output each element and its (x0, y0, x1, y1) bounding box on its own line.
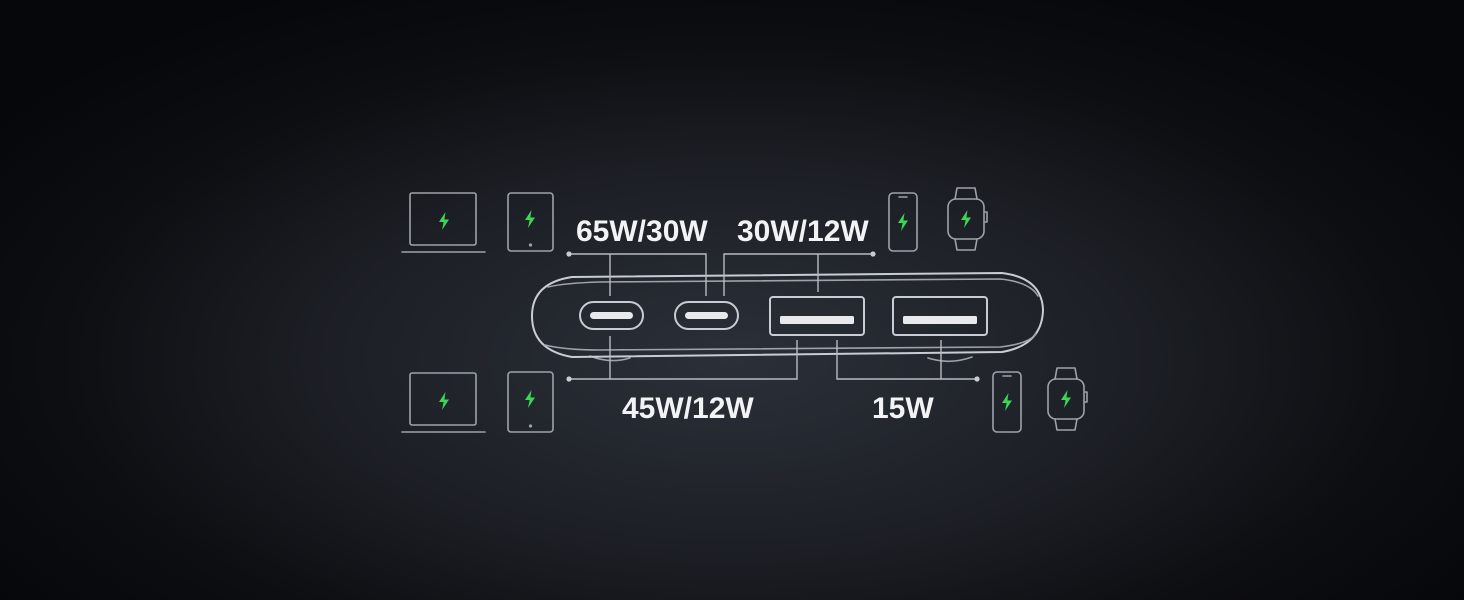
usb-c-port-2 (674, 301, 739, 330)
power-bank-shell (531, 272, 1044, 358)
usb-a-port-2 (892, 296, 988, 336)
usb-a-port-1 (769, 296, 865, 336)
tablet-icon (507, 192, 554, 252)
usb-c-port-1 (579, 301, 644, 330)
leader-line-15w (836, 340, 977, 380)
bolt-icon (525, 210, 535, 228)
smartwatch-icon (947, 187, 988, 251)
leader-line-45w (569, 340, 798, 380)
leader-lines-bottom (566, 336, 980, 382)
smartwatch-icon (1047, 367, 1088, 431)
bolt-icon (898, 213, 908, 231)
usb-c1-wattage-label: 65W/30W (576, 215, 708, 248)
laptop-icon (401, 372, 486, 433)
bolt-icon (439, 392, 449, 410)
power-bank-rim (547, 278, 1039, 297)
usb-c1-paired-wattage-label: 45W/12W (622, 392, 754, 425)
bolt-icon (1061, 390, 1071, 408)
power-bank-bottom-rim (544, 333, 1037, 351)
leader-lines-top (566, 251, 876, 296)
power-bank (531, 272, 1044, 363)
bolt-icon (961, 210, 971, 228)
power-bank-foot-right (927, 356, 973, 363)
tablet-icon (507, 371, 554, 433)
phone-icon (992, 371, 1022, 433)
usb-c2-wattage-label: 30W/12W (737, 215, 869, 248)
leader-line-65w (569, 253, 707, 296)
bolt-icon (1002, 393, 1012, 411)
phone-icon (888, 192, 918, 252)
bolt-icon (439, 212, 449, 230)
usb-a-wattage-label: 15W (872, 392, 934, 425)
laptop-icon (401, 192, 486, 253)
bolt-icon (525, 390, 535, 408)
leader-line-30w (723, 253, 873, 296)
